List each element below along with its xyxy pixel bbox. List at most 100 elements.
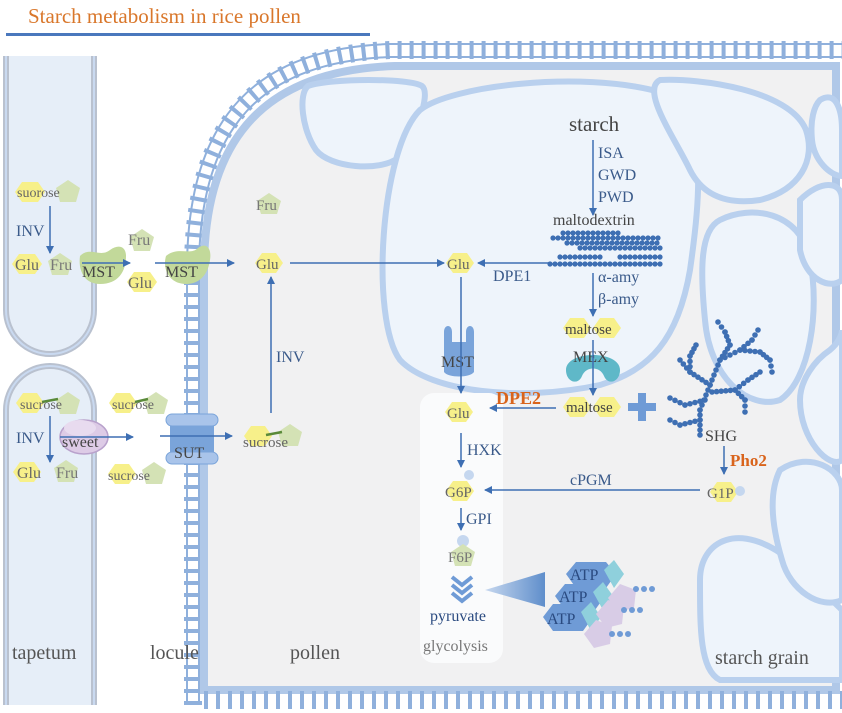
tapetum-upper-fru: Fru <box>50 257 72 274</box>
glucose-bead <box>582 245 588 251</box>
region-starch-grain: starch grain <box>715 647 809 669</box>
glucose-bead <box>687 400 693 407</box>
glucose-molecule <box>127 272 157 292</box>
glucose-bead <box>575 230 581 236</box>
mst-transporter-tapetum <box>79 246 126 284</box>
glucose-bead <box>645 235 651 241</box>
glucose-bead <box>639 240 645 246</box>
glucose-bead <box>600 235 606 241</box>
mex-label: MEX <box>573 349 609 366</box>
glucose-bead <box>617 261 623 267</box>
glucose-bead <box>713 367 719 373</box>
glucose-bead <box>550 235 556 241</box>
glucose-bead <box>672 419 678 426</box>
atp-label-1: ATP <box>570 567 599 584</box>
glucose-bead <box>605 230 611 236</box>
fructose-molecule <box>144 392 168 414</box>
glucose-bead <box>652 245 658 251</box>
shg-label: SHG <box>705 428 737 445</box>
glucose-bead <box>577 261 583 267</box>
sut-label: SUT <box>174 445 204 462</box>
glucose-bead <box>677 422 683 428</box>
glucose-bead <box>594 240 600 246</box>
glucose-bead <box>552 261 558 267</box>
glucose-bead <box>692 418 698 425</box>
cytosol-maltose: maltose <box>566 400 613 416</box>
glucose-bead <box>687 358 693 365</box>
glucose-bead <box>640 235 646 241</box>
atp-label-2: ATP <box>559 589 588 606</box>
glucose-bead <box>610 235 616 241</box>
glucose-molecule <box>255 253 283 273</box>
atp-label-3: ATP <box>547 611 576 628</box>
fructose-molecule <box>56 180 80 202</box>
fructose-molecule <box>54 460 78 482</box>
glycolysis-glu: Glu <box>447 406 470 422</box>
fructose-molecule <box>278 424 302 446</box>
glucose-bead <box>767 357 773 363</box>
glucose-bead <box>572 261 578 267</box>
fructose-molecule <box>48 253 72 275</box>
glucose-bead <box>672 397 678 404</box>
glucose-bead <box>741 343 747 350</box>
glucose-bead <box>572 254 578 260</box>
glucose-bead <box>570 235 576 241</box>
dpe1-label: DPE1 <box>493 268 531 285</box>
pollen-inv: INV <box>276 349 305 366</box>
glycolysis-label: glycolysis <box>423 638 488 655</box>
glucose-bead <box>619 240 625 246</box>
glucose-bead <box>600 230 606 236</box>
glucose-bead <box>757 369 763 375</box>
enzyme-beta-amy: β-amy <box>598 291 639 308</box>
enzyme-pwd: PWD <box>598 189 634 206</box>
g1p-molecule <box>710 482 745 502</box>
glucose-bead <box>652 254 658 260</box>
glucose-bead <box>682 402 688 408</box>
glucose-bead <box>703 379 709 386</box>
fructose-molecule <box>130 229 154 251</box>
glucose-bead <box>570 230 576 236</box>
f6p-molecule <box>451 535 475 566</box>
glucose-bead <box>727 387 734 394</box>
glucose-bead <box>697 432 703 438</box>
glucose-bead <box>597 245 603 251</box>
maltodextrin-label: maltodextrin <box>553 212 635 229</box>
glucose-bead <box>677 357 683 363</box>
fructose-molecule <box>56 392 80 414</box>
cpgm-label: cPGM <box>570 472 612 489</box>
glucose-bead <box>590 235 596 241</box>
pyruvate-label: pyruvate <box>430 608 486 625</box>
glucose-bead <box>768 363 774 369</box>
glucose-bead <box>655 235 661 241</box>
glucose-bead <box>617 245 623 251</box>
glucose-bead <box>642 261 648 267</box>
glucose-bead <box>637 261 643 267</box>
glucose-bead <box>632 245 638 251</box>
shg-glycogen <box>667 319 775 438</box>
glucose-bead <box>580 235 586 241</box>
glucose-bead <box>629 240 635 246</box>
glucose-bead <box>577 254 583 260</box>
glucose-bead <box>755 327 761 333</box>
glucose-bead <box>577 245 583 251</box>
glucose-molecule <box>13 462 41 482</box>
glucose-bead <box>637 245 643 251</box>
glucose-bead <box>644 240 650 246</box>
glucose-bead <box>567 254 573 260</box>
glucose-bead <box>647 261 653 267</box>
glucose-bead <box>697 417 703 423</box>
plus-icon <box>628 393 656 421</box>
glucose-bead <box>580 230 586 236</box>
glucose-bead <box>622 254 628 260</box>
glucose-bead <box>769 369 775 375</box>
glucose-bead <box>725 337 732 344</box>
glucose-bead <box>587 254 593 260</box>
glucose-bead <box>703 392 709 398</box>
glucose-bead <box>587 245 593 251</box>
glucose-bead <box>702 397 708 403</box>
glucose-bead <box>589 240 595 246</box>
glucose-bead <box>614 240 620 246</box>
glycosidic-bond <box>134 397 149 404</box>
glucose-bead <box>632 261 638 267</box>
mst-amyloplast-label: MST <box>441 354 474 371</box>
